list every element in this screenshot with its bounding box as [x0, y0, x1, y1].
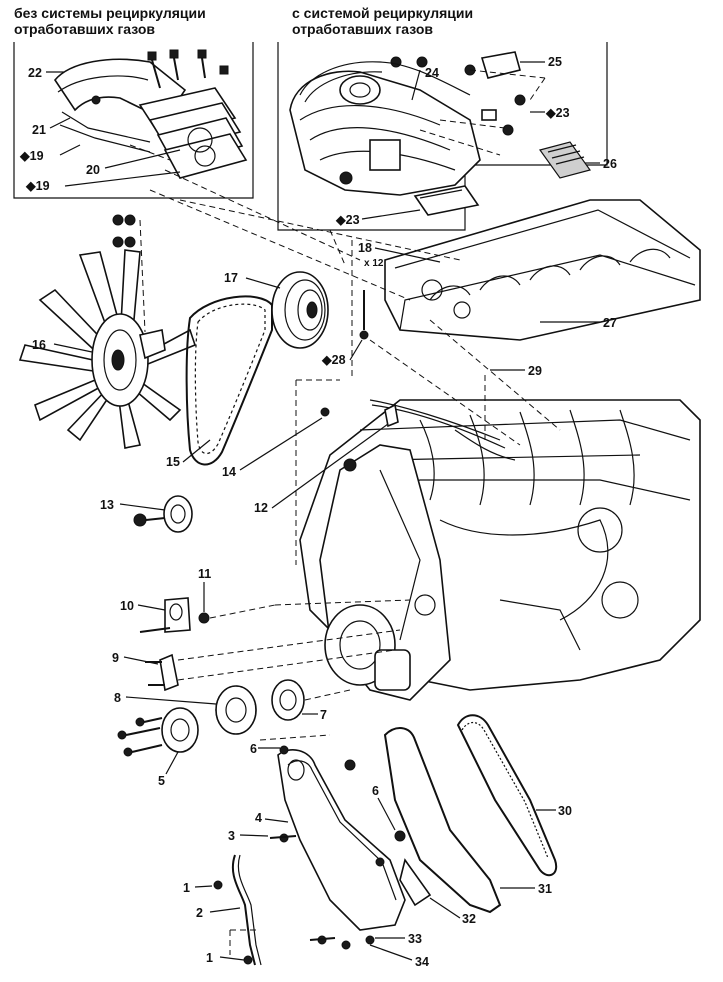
label-18: 18 — [358, 241, 372, 255]
label-22: 22 — [28, 66, 42, 80]
label-28: ◆28 — [321, 353, 346, 367]
label-23-a: ◆23 — [545, 106, 570, 120]
label-16: 16 — [32, 338, 46, 352]
label-21: 21 — [32, 123, 46, 137]
part-labels: 22 21 ◆19 20 ◆19 24 25 ◆23 26 ◆23 18 x 1… — [19, 55, 617, 969]
label-5: 5 — [158, 774, 165, 788]
label-9: 9 — [112, 651, 119, 665]
egr-body — [369, 139, 401, 171]
inset-without-egr: без системы рециркуляции отработавших га… — [13, 5, 254, 199]
label-26: 26 — [603, 157, 617, 171]
label-1-a: 1 — [183, 881, 190, 895]
crankshaft-gear-5 — [117, 707, 199, 757]
label-6-b: 6 — [372, 784, 379, 798]
cylinder-head-cover — [384, 199, 701, 341]
leader-lines — [46, 61, 600, 961]
label-13: 13 — [100, 498, 114, 512]
head-cover-ribs — [429, 248, 671, 301]
label-20: 20 — [86, 163, 100, 177]
caption-with-egr-1: с системой рециркуляции — [292, 5, 473, 21]
label-10: 10 — [120, 599, 134, 613]
caption-with-egr-2: отработавших газов — [292, 21, 433, 37]
label-15: 15 — [166, 455, 180, 469]
label-3: 3 — [228, 829, 235, 843]
label-25: 25 — [548, 55, 562, 69]
vsv-bracket — [464, 51, 546, 106]
idler-pulley — [133, 495, 193, 533]
small-bolts — [213, 833, 375, 965]
label-31: 31 — [538, 882, 552, 896]
engine-block — [299, 399, 701, 701]
gear-bolts — [117, 717, 163, 757]
label-8: 8 — [114, 691, 121, 705]
timing-gear-7 — [271, 679, 351, 721]
egr-intake-manifold — [289, 70, 481, 196]
caption-without-egr-1: без системы рециркуляции — [14, 5, 206, 21]
timing-gear-8 — [215, 685, 257, 735]
label-14: 14 — [222, 465, 236, 479]
plug-14 — [320, 407, 330, 417]
flange-plates — [138, 87, 248, 179]
label-11: 11 — [198, 567, 211, 581]
cooling-fan — [18, 214, 196, 449]
inset-with-egr: с системой рециркуляции отработавших газ… — [277, 5, 608, 231]
caption-without-egr-2: отработавших газов — [14, 21, 155, 37]
dipstick-tube — [231, 854, 256, 966]
label-32: 32 — [462, 912, 476, 926]
timing-belt — [456, 714, 558, 877]
timing-cover — [277, 745, 406, 931]
egr-valve — [339, 75, 381, 105]
label-33: 33 — [408, 932, 422, 946]
guide-lines — [149, 169, 561, 741]
part-12 — [384, 403, 399, 428]
fan-nuts — [112, 214, 136, 248]
label-12: 12 — [254, 501, 268, 515]
label-19-a: ◆19 — [19, 149, 44, 163]
label-19-b: ◆19 — [25, 179, 50, 193]
filter-26 — [539, 141, 591, 179]
label-x12: x 12 — [364, 258, 384, 269]
small-cover-32 — [399, 858, 432, 907]
label-17: 17 — [224, 271, 238, 285]
belt-tensioner — [139, 597, 411, 633]
label-1-b: 1 — [206, 951, 213, 965]
gasket-23-top — [481, 109, 497, 121]
egr-gasket — [413, 185, 480, 216]
label-30: 30 — [558, 804, 572, 818]
label-23-b: ◆23 — [335, 213, 360, 227]
label-4: 4 — [255, 811, 262, 825]
bolts-group-a — [91, 49, 229, 105]
label-2: 2 — [196, 906, 203, 920]
label-24: 24 — [425, 66, 439, 80]
label-29: 29 — [528, 364, 542, 378]
bracket-9 — [145, 629, 401, 692]
cover-gasket — [383, 727, 502, 914]
label-27: 27 — [603, 316, 617, 330]
label-7: 7 — [320, 708, 327, 722]
label-34: 34 — [415, 955, 429, 969]
v-ribbed-belt — [185, 295, 273, 466]
intake-runners — [419, 409, 635, 506]
label-6-a: 6 — [250, 742, 257, 756]
crankshaft-pulley — [271, 271, 329, 349]
